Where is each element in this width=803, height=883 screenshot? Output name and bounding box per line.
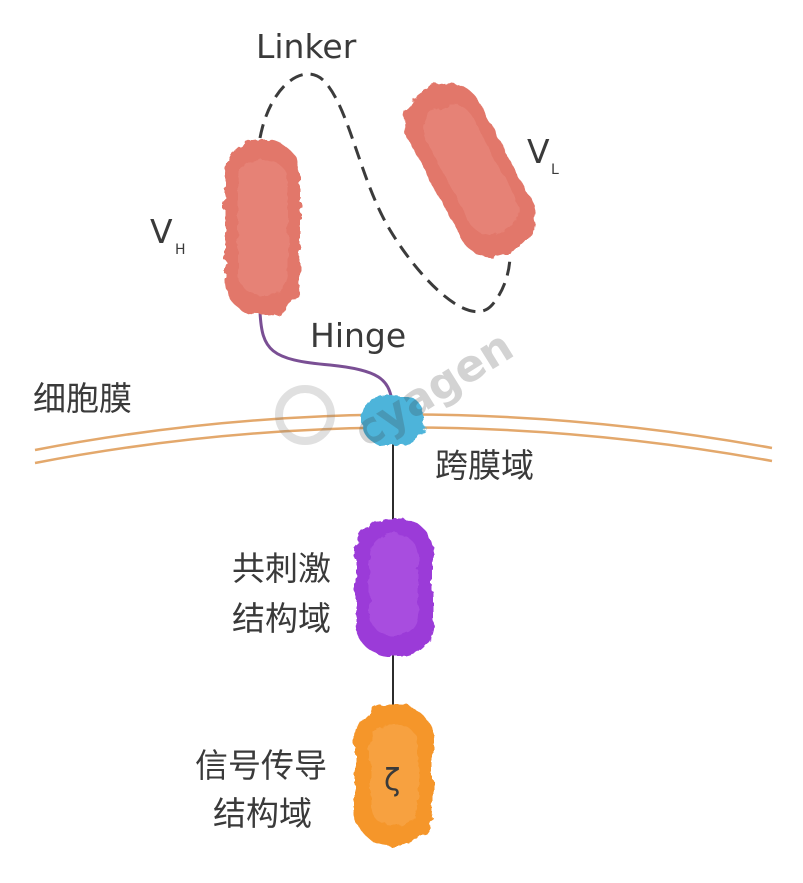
cell-membrane-label: 细胞膜 xyxy=(33,379,132,418)
signal-label-line2: 结构域 xyxy=(213,794,312,833)
costim-label-line1: 共刺激 xyxy=(232,549,331,588)
linker-line xyxy=(258,72,512,313)
zeta-label: ζ xyxy=(384,763,400,798)
costimulatory-domain xyxy=(355,518,433,656)
transmembrane-domain xyxy=(362,395,424,445)
vh-label-sub: H xyxy=(175,242,186,258)
watermark-logo-icon xyxy=(275,385,335,445)
hinge-line xyxy=(258,311,394,401)
hinge-label: Hinge xyxy=(310,316,406,355)
vh-domain xyxy=(225,140,300,315)
costim-label-line2: 结构域 xyxy=(232,599,331,638)
vl-label-sub: L xyxy=(551,162,559,178)
signaling-domain xyxy=(355,705,433,845)
linker-label: Linker xyxy=(256,27,357,66)
vl-domain xyxy=(404,82,537,259)
signal-label-line1: 信号传导 xyxy=(195,746,327,785)
vl-label-main: V xyxy=(527,132,550,171)
transmembrane-label: 跨膜域 xyxy=(435,446,534,485)
vh-label-main: V xyxy=(150,212,173,251)
